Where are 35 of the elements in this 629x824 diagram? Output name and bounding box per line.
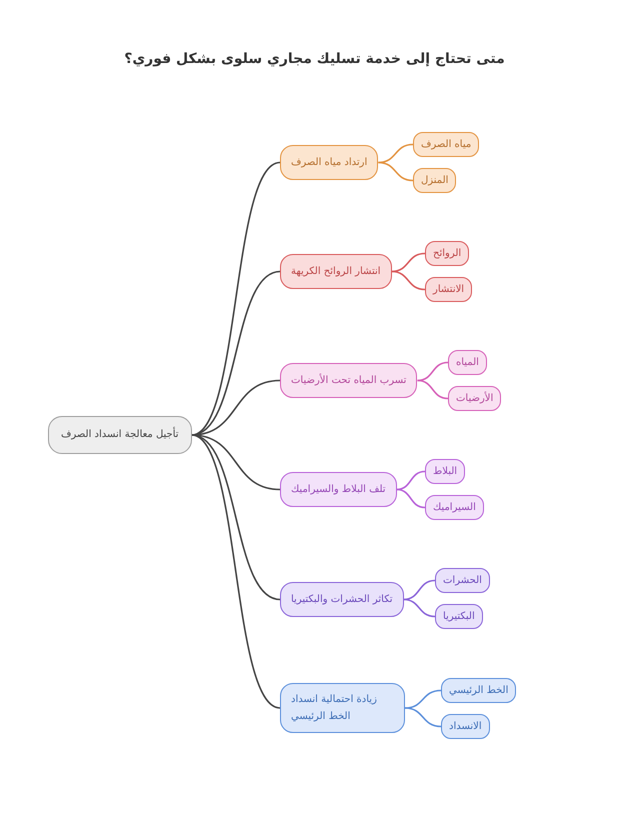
connector-line [417,380,448,400]
subtopic-box: الخط الرئيسي [441,678,516,703]
connector-line [191,434,280,709]
subtopic-box: مياه الصرف [413,132,480,157]
connector-line [378,162,414,182]
connector-line [378,144,414,164]
topic-box: تسرب المياه تحت الأرضيات [280,363,418,398]
connector-line [396,470,426,490]
connector-line [192,434,280,490]
connector-line [403,580,436,600]
connector-line [396,488,426,508]
title: متى تحتاج إلى خدمة تسليك مجاري سلوى بشكل فوري؟ [124,50,505,69]
connector-line [391,270,426,290]
connector-line [192,380,280,436]
subtopic-box: البكتيريا [435,604,483,629]
topic-box: ارتداد مياه الصرف [280,145,378,180]
connector-line [403,598,436,618]
subtopic-box: المياه [448,350,487,375]
subtopic-box: المنزل [413,168,456,193]
central-topic-box: تأجيل معالجة انسداد الصرف [48,416,192,454]
connector-line [404,707,442,728]
subtopic-box: الأرضيات [448,386,502,411]
topic-box: زيادة احتمالية انسداد الخط الرئيسي [280,683,405,733]
connector-line [404,690,442,709]
subtopic-box: الروائح [425,241,470,266]
topic-box: تلف البلاط والسيراميك [280,472,397,507]
subtopic-box: البلاط [425,459,466,484]
subtopic-box: الحشرات [435,568,490,593]
subtopic-box: السيراميك [425,495,484,520]
connector-line [391,252,426,272]
subtopic-box: الانسداد [441,714,490,739]
connector-line [417,362,448,382]
subtopic-box: الانتشار [425,277,472,302]
topic-box: انتشار الروائح الكريهة [280,254,392,289]
topic-box: تكاثر الحشرات والبكتيريا [280,582,404,617]
